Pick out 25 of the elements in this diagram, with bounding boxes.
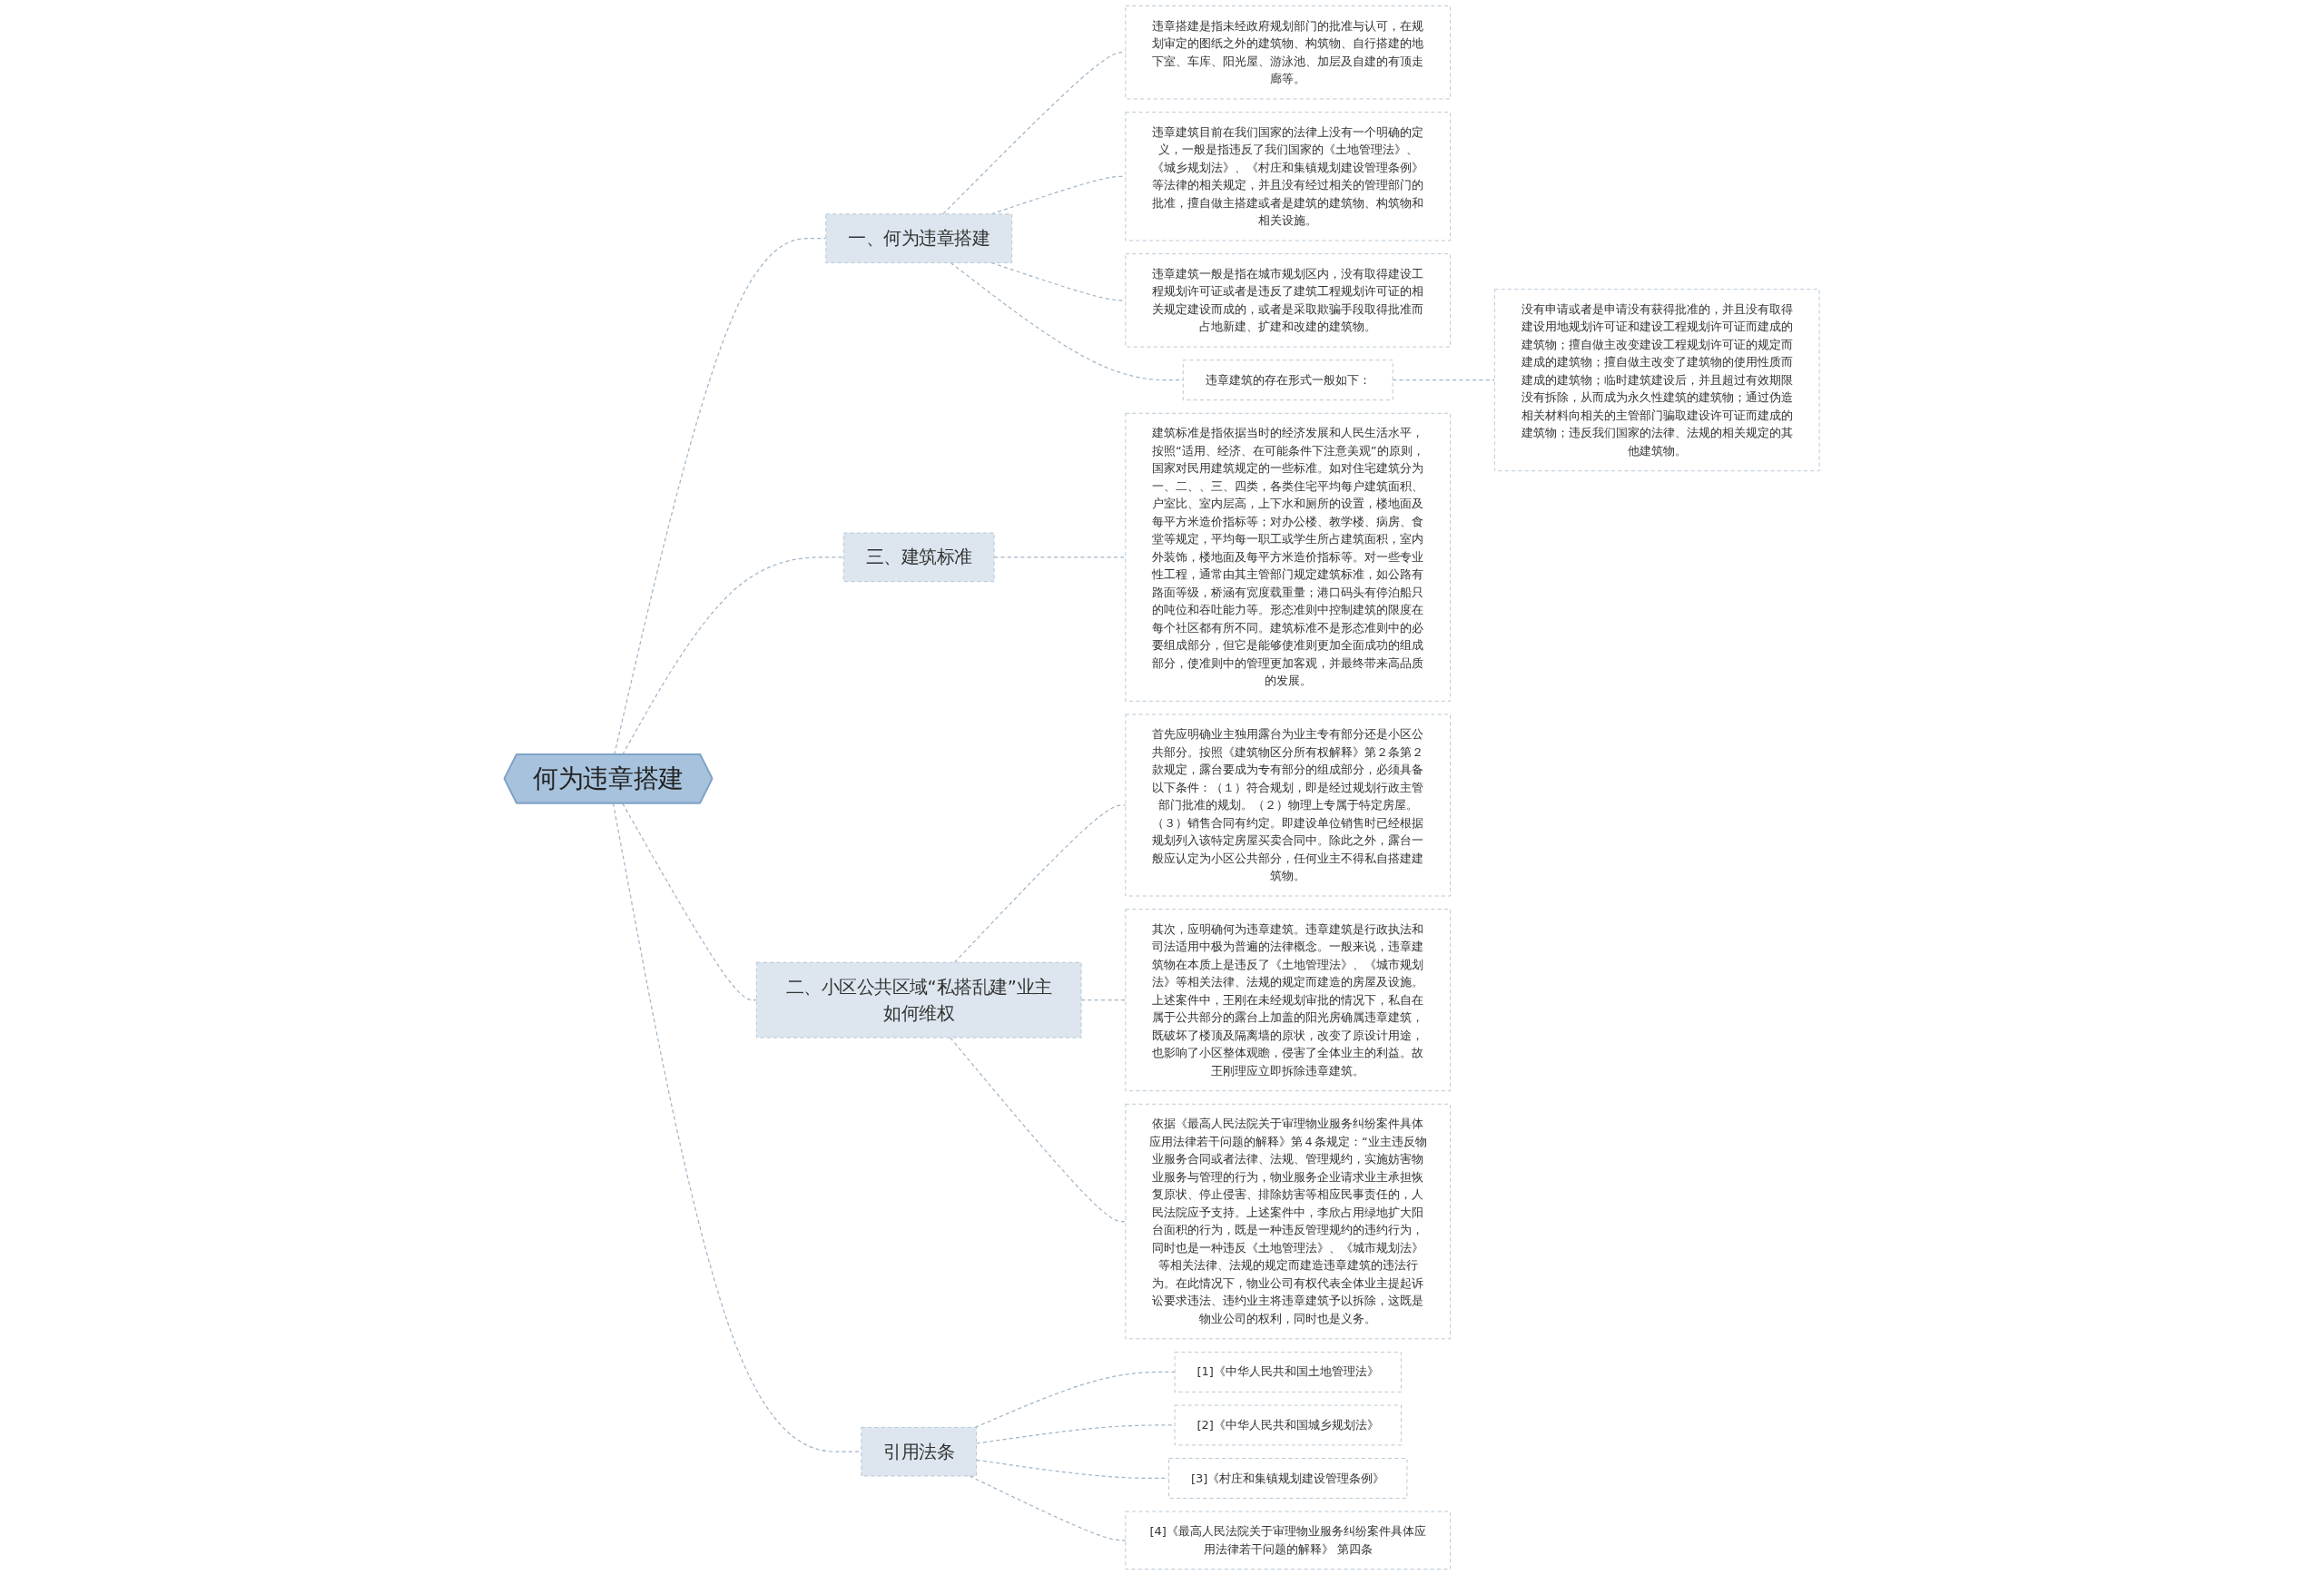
connector <box>954 804 1127 963</box>
connector <box>614 238 827 755</box>
node-box: [2]《中华人民共和国城乡规划法》 <box>1174 1404 1402 1446</box>
node-box: 引用法条 <box>861 1426 978 1477</box>
connector <box>1080 999 1127 1001</box>
connector <box>974 1371 1176 1428</box>
node-box: 其次，应明确何为违章建筑。违章建筑是行政执法和司法适用中极为普遍的法律概念。一般来说，违章建筑物在本质上是违反了《土地管理法》、《城市规划法》等相关法律、法规的规定而建造的房屋及设施。上述案件中，王刚在未经规划审批的情况下，私自在属于公共部分的露台上加盖的阳光房确属违章建筑，既破坏了楼顶及隔离墙的原状，改变了原设计用途，也影响了小区整体观瞻，侵害了全体业主的利益。故王刚理应立即拆除违章建筑。 <box>1125 909 1452 1092</box>
node-box: 建筑标准是指依据当时的经济发展和人民生活水平，按照“适用、经济、在可能条件下注意美观”的原则，国家对民用建筑规定的一些标准。如对住宅建筑分为一、二、、三、四类，各类住宅平均每户建筑面积、户室比、室内层高，上下水和厕所的设置，楼地面及每平方米造价指标等；对办公楼、教学楼、病房、食堂等规定，平均每一职工或学生所占建筑面积，室内外装饰，楼地面及每平方米造价指标等。对一些专业性工程，通常由其主管部门规定建筑标准，如公路有路面等级，桥涵有宽度载重量；港口码头有停泊船只的吨位和吞吐能力等。形态准则中控制建筑的限度在每个社区都有所不同。建筑标准不是形态准则中的必要组成部分，但它是能够使准则更加全面成功的组成部分，使准则中的管理更加客观，并最终带来高品质的发展。 <box>1125 412 1452 702</box>
node-box: 首先应明确业主独用露台为业主专有部分还是小区公共部分。按照《建筑物区分所有权解释》第２条第２款规定，露台要成为专有部分的组成部分，必须具备以下条件：（１）符合规划，即是经过规划行政主管部门批准的规划。（２）物理上专属于特定房屋。（３）销售合同有约定。即建设单位销售时已经根据规划列入该特定房屋买卖合同中。除此之外，露台一般应认定为小区公共部分，任何业主不得私自搭建建筑物。 <box>1125 714 1452 897</box>
connector <box>622 802 758 1001</box>
node-box: 没有申请或者是申请没有获得批准的，并且没有取得建设用地规划许可证和建设工程规划许可证而建成的建筑物；擅自做主改变建设工程规划许可证的规定而建成的建筑物；擅自做主改变了建筑物的使用性质而建成的建筑物；临时建筑建设后，并且超过有效期限没有拆除，从而成为永久性建筑的建筑物；通过伪造相关材料向相关的主管部门骗取建设许可证而建成的建筑物；违反我们国家的法律、法规的相关规定的其他建筑物。 <box>1494 289 1820 472</box>
node-box: 违章建筑目前在我们国家的法律上没有一个明确的定义，一般是指违反了我们国家的《土地管理法》、《城乡规划法》、《村庄和集镇规划建设管理条例》等法律的相关规定，并且没有经过相关的管理部门的批准，擅自做主搭建或者是建筑的建筑物、构筑物和相关设施。 <box>1125 112 1452 241</box>
node-box: [4]《最高人民法院关于审理物业服务纠纷案件具体应用法律若干问题的解释》 第四条 <box>1125 1511 1452 1570</box>
node-box: 依据《最高人民法院关于审理物业服务纠纷案件具体应用法律若干问题的解释》第４条规定：“业主违反物业服务合同或者法律、法规、管理规约，实施妨害物业服务与管理的行为，物业服务企业请求业主承担恢复原状、停止侵害、排除妨害等相应民事责任的，人民法院应予支持。上述案件中，李欣占用绿地扩大阳台面积的行为，既是一种违反管理规约的违约行为，同时也是一种违反《土地管理法》、《城市规划法》等相关法律、法规的规定而建造违章建筑的违法行为。在此情况下，物业公司有权代表全体业主提起诉讼要求违法、违约业主将违章建筑予以拆除，这既是物业公司的权利，同时也是义务。 <box>1125 1103 1452 1340</box>
node-box: [1]《中华人民共和国土地管理法》 <box>1174 1352 1402 1393</box>
connector <box>950 1037 1127 1223</box>
node-box: 三、建筑标准 <box>843 532 995 583</box>
connector <box>1392 379 1496 381</box>
connector <box>613 802 862 1452</box>
node-box: 违章搭建是指未经政府规划部门的批准与认可，在规划审定的图纸之外的建筑物、构筑物、自行搭建的地下室、车库、阳光屋、游泳池、加层及自建的有顶走廊等。 <box>1125 5 1452 100</box>
node-box: 一、何为违章搭建 <box>825 213 1013 263</box>
node-box: 违章建筑一般是指在城市规划区内，没有取得建设工程规划许可证或者是违反了建筑工程规划许可证的相关规定建设而成的，或者是采取欺骗手段取得批准而占地新建、扩建和改建的建筑物。 <box>1125 253 1452 348</box>
node-box: 违章建筑的存在形式一般如下： <box>1183 359 1393 401</box>
node-box: 二、小区公共区域“私搭乱建”业主如何维权 <box>756 961 1082 1039</box>
node-box: [3]《村庄和集镇规划建设管理条例》 <box>1168 1458 1408 1499</box>
